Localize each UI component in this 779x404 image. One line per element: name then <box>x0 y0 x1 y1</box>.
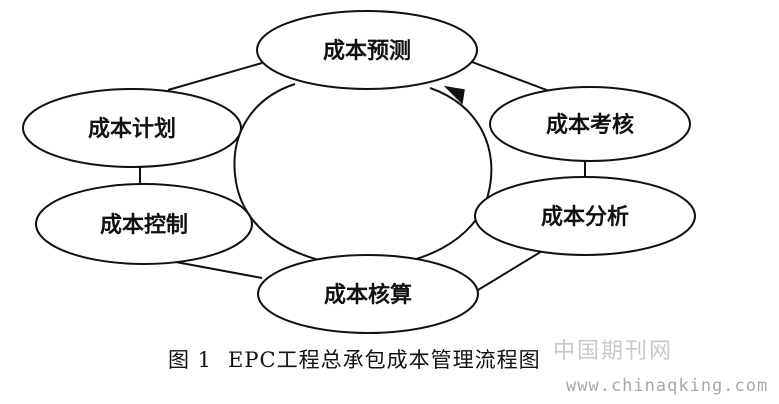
node-label-predict: 成本预测 <box>323 39 411 64</box>
node-label-accounting: 成本核算 <box>324 282 412 308</box>
figure-title: EPC工程总承包成本管理流程图 <box>228 348 541 372</box>
connector-control-accounting <box>164 259 263 279</box>
node-cost-assessment: 成本考核 <box>489 86 691 162</box>
watermark-site-name: 中国期刊网 <box>553 339 674 364</box>
node-label-control: 成本控制 <box>100 212 188 238</box>
central-cycle-circle <box>233 83 493 268</box>
watermark-url: www.chinaqking.com <box>566 376 769 396</box>
figure-caption: 图 1 EPC工程总承包成本管理流程图 <box>168 344 541 374</box>
node-cost-plan: 成本计划 <box>22 88 242 168</box>
node-cost-accounting: 成本核算 <box>257 254 479 334</box>
connector-predict-assessment <box>471 61 561 96</box>
node-label-assessment: 成本考核 <box>546 112 634 138</box>
cycle-arrow-icon <box>443 85 465 105</box>
figure-number: 图 1 <box>168 348 213 372</box>
node-label-analysis: 成本分析 <box>541 205 629 230</box>
node-cost-analysis: 成本分析 <box>474 176 696 256</box>
cost-management-cycle-diagram: 成本预测 成本计划 成本控制 成本核算 成本分析 成本考核 <box>22 10 696 334</box>
node-label-plan: 成本计划 <box>88 117 176 142</box>
node-cost-predict: 成本预测 <box>256 10 478 90</box>
node-cost-control: 成本控制 <box>35 183 253 265</box>
connector-predict-plan <box>167 62 263 91</box>
